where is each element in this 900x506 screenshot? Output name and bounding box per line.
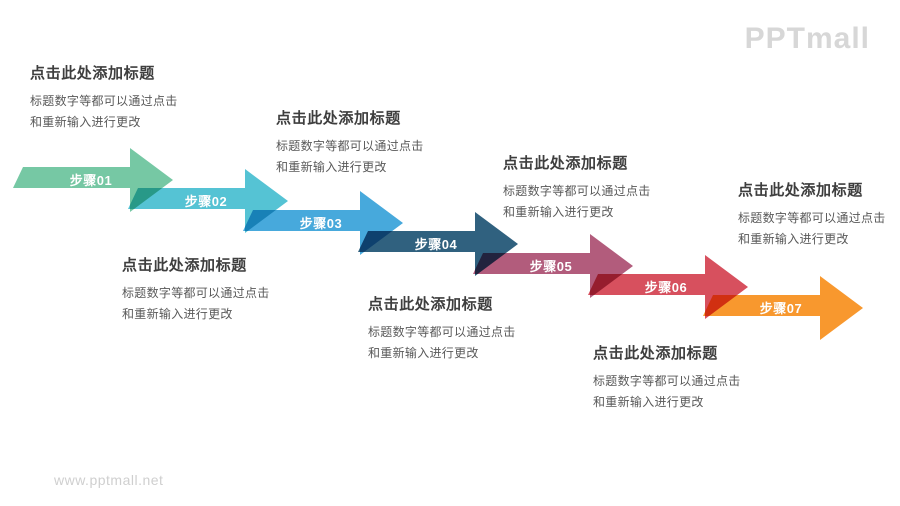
step-label-3: 步骤03 [299,216,343,231]
step-label-7: 步骤07 [759,301,803,316]
placeholder-body-line-2[interactable]: 和重新输入进行更改 [30,115,141,129]
placeholder-title[interactable]: 点击此处添加标题 [593,345,718,362]
watermark-url: www.pptmall.net [54,472,164,488]
placeholder-title[interactable]: 点击此处添加标题 [503,155,628,172]
step-label-6: 步骤06 [644,280,688,295]
step-arrow-7[interactable] [703,276,863,340]
placeholder-body-line-2[interactable]: 和重新输入进行更改 [276,160,387,174]
step-arrow-3[interactable] [243,191,403,255]
placeholder-body-line-1[interactable]: 标题数字等都可以通过点击 [368,325,516,339]
step-label-1: 步骤01 [69,173,113,188]
placeholder-title[interactable]: 点击此处添加标题 [122,257,247,274]
placeholder-title[interactable]: 点击此处添加标题 [738,182,863,199]
placeholder-body-line-2[interactable]: 和重新输入进行更改 [593,395,704,409]
placeholder-text-block-4[interactable]: 点击此处添加标题标题数字等都可以通过点击和重新输入进行更改 [368,293,516,364]
step-label-2: 步骤02 [184,194,228,209]
placeholder-text-block-6[interactable]: 点击此处添加标题标题数字等都可以通过点击和重新输入进行更改 [593,342,741,413]
placeholder-body-line-2[interactable]: 和重新输入进行更改 [122,307,233,321]
placeholder-title[interactable]: 点击此处添加标题 [276,110,401,127]
placeholder-body-line-1[interactable]: 标题数字等都可以通过点击 [593,374,741,388]
placeholder-title[interactable]: 点击此处添加标题 [30,65,155,82]
placeholder-title[interactable]: 点击此处添加标题 [368,296,493,313]
placeholder-text-block-3[interactable]: 点击此处添加标题标题数字等都可以通过点击和重新输入进行更改 [276,107,424,178]
placeholder-body-line-1[interactable]: 标题数字等都可以通过点击 [276,139,424,153]
placeholder-body-line-2[interactable]: 和重新输入进行更改 [368,346,479,360]
step-arrow-1[interactable] [13,148,173,212]
step-arrow-6[interactable] [588,255,748,319]
placeholder-body-line-1[interactable]: 标题数字等都可以通过点击 [503,184,651,198]
step-arrow-5[interactable] [473,234,633,298]
step-arrow-2[interactable] [128,169,288,233]
placeholder-text-block-7[interactable]: 点击此处添加标题标题数字等都可以通过点击和重新输入进行更改 [738,179,886,250]
placeholder-body-line-2[interactable]: 和重新输入进行更改 [503,205,614,219]
pptmall-logo: PPTmall [744,22,870,55]
placeholder-text-block-2[interactable]: 点击此处添加标题标题数字等都可以通过点击和重新输入进行更改 [122,254,270,325]
step-arrow-4[interactable] [358,212,518,276]
placeholder-body-line-1[interactable]: 标题数字等都可以通过点击 [738,211,886,225]
step-label-5: 步骤05 [529,259,573,274]
step-label-4: 步骤04 [414,237,458,252]
placeholder-body-line-1[interactable]: 标题数字等都可以通过点击 [122,286,270,300]
placeholder-body-line-1[interactable]: 标题数字等都可以通过点击 [30,94,178,108]
placeholder-body-line-2[interactable]: 和重新输入进行更改 [738,232,849,246]
placeholder-text-block-1[interactable]: 点击此处添加标题标题数字等都可以通过点击和重新输入进行更改 [30,62,178,133]
placeholder-text-block-5[interactable]: 点击此处添加标题标题数字等都可以通过点击和重新输入进行更改 [503,152,651,223]
